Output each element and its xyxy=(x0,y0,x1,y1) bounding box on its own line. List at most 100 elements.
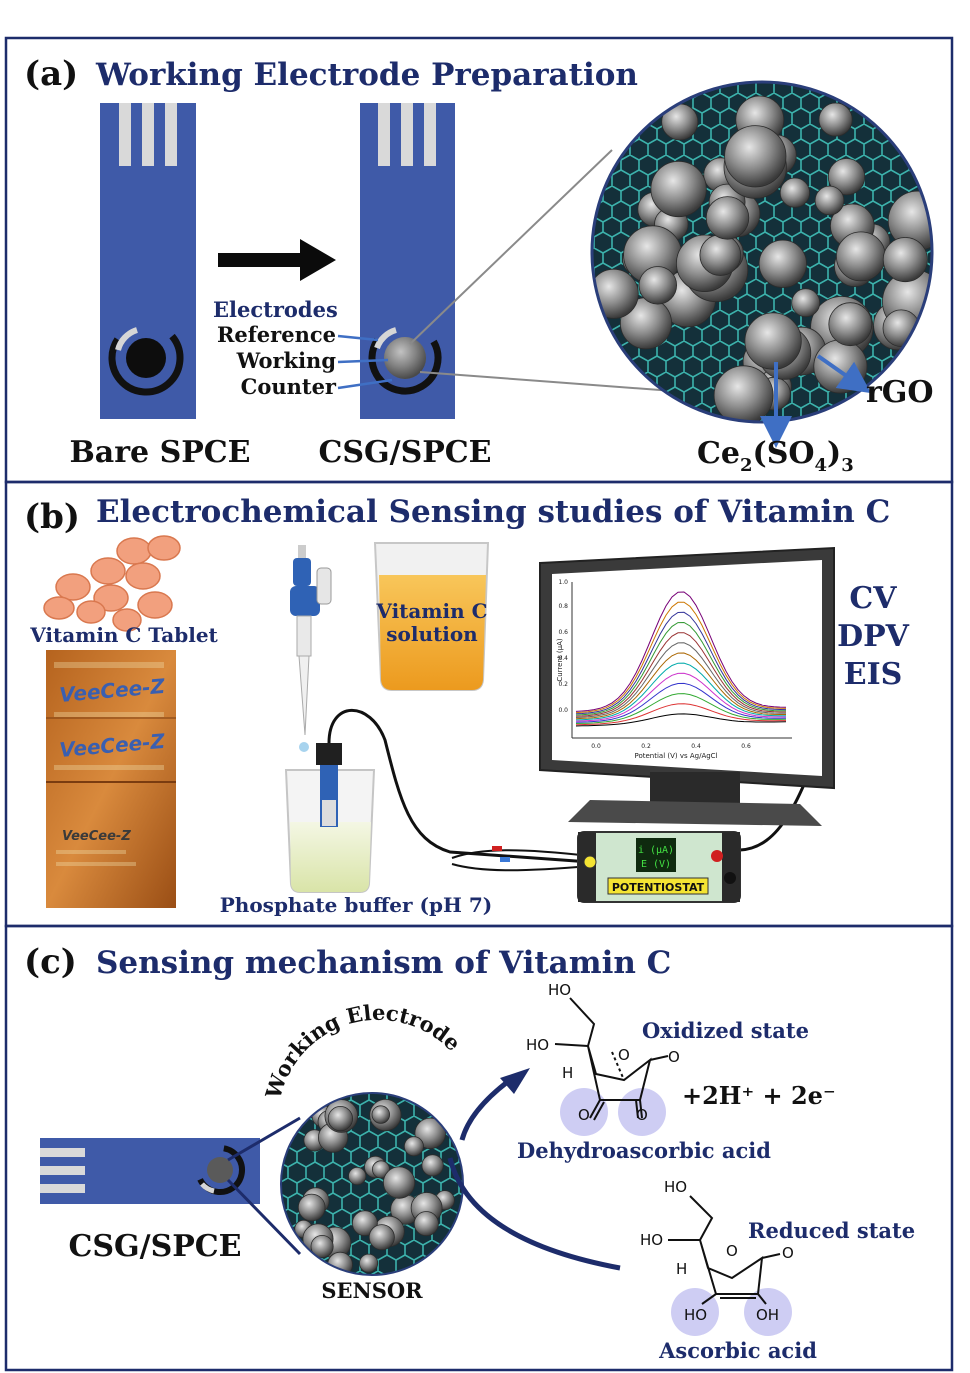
nanoparticle xyxy=(705,196,750,240)
technique-dpv: DPV xyxy=(837,619,910,654)
cv-curve xyxy=(575,591,787,712)
technique-eis: EIS xyxy=(844,657,903,692)
phosphate-buffer-beaker xyxy=(284,743,376,893)
oxidized-state-label: Oxidized state xyxy=(642,1018,809,1043)
dha-h: H xyxy=(562,1064,573,1082)
nanoparticle xyxy=(758,239,807,288)
plot-xtick-0: 0.0 xyxy=(591,743,601,750)
nanoparticle xyxy=(818,102,853,137)
working-electrode-arc-label: Working Electrode xyxy=(260,1000,466,1103)
technique-cv: CV xyxy=(849,581,897,616)
plot-ytick-2: 0.4 xyxy=(558,655,568,662)
bare-spce-label: Bare SPCE xyxy=(69,435,250,470)
potentiostat-display-current: i (µA) xyxy=(638,845,674,856)
nanoparticle xyxy=(813,339,868,394)
ascorbic-acid-label: Ascorbic acid xyxy=(658,1338,817,1363)
computer-monitor xyxy=(539,546,835,826)
panel-a-title: Working Electrode Preparation xyxy=(95,57,638,93)
nanoparticle xyxy=(382,1166,416,1199)
voltammogram-plot: 0.0 0.2 0.4 0.6 0.0 0.2 0.4 0.6 0.8 1.0 … xyxy=(556,579,792,760)
pack-brand-3: VeeCee-Z xyxy=(62,829,131,844)
nanoparticle xyxy=(371,1160,390,1179)
sensor-zoom-lines xyxy=(226,1116,302,1256)
panel-b-letter: (b) xyxy=(24,497,80,537)
panel-b: (b) Electrochemical Sensing studies of V… xyxy=(4,480,954,928)
vitamin-c-solution-beaker xyxy=(373,542,490,691)
rgo-label: rGO xyxy=(866,375,934,410)
nanoparticle xyxy=(650,160,707,218)
dha-o-right: O xyxy=(636,1106,648,1124)
dha-ho-left: HO xyxy=(526,1036,549,1054)
aa-oh-bottom: OH xyxy=(756,1306,779,1324)
plot-xtick-3: 0.6 xyxy=(741,743,751,750)
potentiostat-display-voltage: E (V) xyxy=(641,859,671,870)
nanoparticle xyxy=(791,288,821,318)
plot-ylabel: Current (µA) xyxy=(556,638,564,681)
cv-curve xyxy=(575,713,787,727)
panel-c: (c) Sensing mechanism of Vitamin C CSG/S… xyxy=(4,924,954,1372)
cable-red-tip xyxy=(492,846,502,851)
nanoparticle xyxy=(882,237,928,283)
csg-spce-c-label: CSG/SPCE xyxy=(68,1229,241,1264)
nanoparticle xyxy=(414,1117,446,1150)
cv-curve xyxy=(575,652,786,720)
panel-a: (a) Working Electrode Preparation Bare S… xyxy=(4,36,954,484)
csg-spce-strip xyxy=(360,103,455,419)
panel-b-title: Electrochemical Sensing studies of Vitam… xyxy=(96,494,890,530)
cv-curve xyxy=(575,601,787,714)
nanoparticle xyxy=(359,1253,379,1273)
dehydroascorbic-acid-structure: HO HO H O O O O xyxy=(526,981,680,1136)
vitamin-c-tablet-label: Vitamin C Tablet xyxy=(29,623,218,647)
oxidation-arrow-head xyxy=(500,1068,530,1094)
zoom-lines xyxy=(409,149,701,394)
nanoparticle xyxy=(836,231,886,282)
nanoparticle xyxy=(828,302,873,347)
cv-curve xyxy=(575,682,787,723)
plot-ytick-4: 0.8 xyxy=(558,603,568,610)
panel-c-letter: (c) xyxy=(24,942,77,982)
cv-curve xyxy=(575,693,787,724)
plot-ytick-5: 1.0 xyxy=(558,579,568,586)
vitamin-c-solution-label-1: Vitamin C xyxy=(375,599,487,623)
dha-ring-o: O xyxy=(618,1046,630,1064)
nanoparticle xyxy=(348,1167,367,1186)
phosphate-buffer-label: Phosphate buffer (pH 7) xyxy=(220,893,492,917)
nanoparticle xyxy=(827,158,866,196)
cv-curve xyxy=(575,672,786,722)
tablet-blister-pack: VeeCee-Z VeeCee-Z VeeCee-Z xyxy=(46,650,176,908)
aa-carbonyl-o: O xyxy=(782,1244,794,1262)
nanoparticle xyxy=(368,1224,395,1251)
micropipette xyxy=(290,545,332,752)
ascorbic-acid-structure: HO HO H O O HO OH xyxy=(640,1178,794,1336)
nanoparticle xyxy=(724,125,787,188)
sensor-zoom-circle xyxy=(280,1092,464,1276)
dha-o-left: O xyxy=(578,1106,590,1124)
reaction-products: +2H⁺ + 2e⁻ xyxy=(682,1081,836,1110)
nanoparticle xyxy=(403,1136,424,1157)
vitamin-c-tablets xyxy=(43,535,181,632)
cv-curve xyxy=(575,632,786,717)
electrode-reference: Reference xyxy=(217,322,336,347)
nanoparticle xyxy=(713,365,774,422)
ce2so43-label: Ce2(SO4)3 xyxy=(697,436,854,476)
cv-curve xyxy=(575,642,787,718)
reduction-arrow xyxy=(447,1157,621,1271)
plot-ytick-0: 0.0 xyxy=(558,707,568,714)
electrode-counter: Counter xyxy=(241,374,337,399)
nanoparticle xyxy=(310,1235,334,1259)
cv-curve xyxy=(575,621,786,716)
electrode-leader-lines xyxy=(337,334,393,390)
rgo-pointer-arrow xyxy=(816,354,872,394)
composite-zoom-circle xyxy=(590,80,934,424)
cv-curve xyxy=(575,703,786,726)
nanoparticle xyxy=(351,1210,378,1237)
nanoparticle xyxy=(779,177,811,208)
plot-xtick-2: 0.4 xyxy=(691,743,701,750)
panel-a-letter: (a) xyxy=(24,54,78,94)
plot-xlabel: Potential (V) vs Ag/AgCl xyxy=(634,752,717,760)
aa-ring-o: O xyxy=(726,1242,738,1260)
reduced-state-label: Reduced state xyxy=(748,1218,915,1243)
plot-ytick-3: 0.6 xyxy=(558,629,568,636)
nanoparticle xyxy=(814,185,845,216)
aa-ho-bottom: HO xyxy=(684,1306,707,1324)
